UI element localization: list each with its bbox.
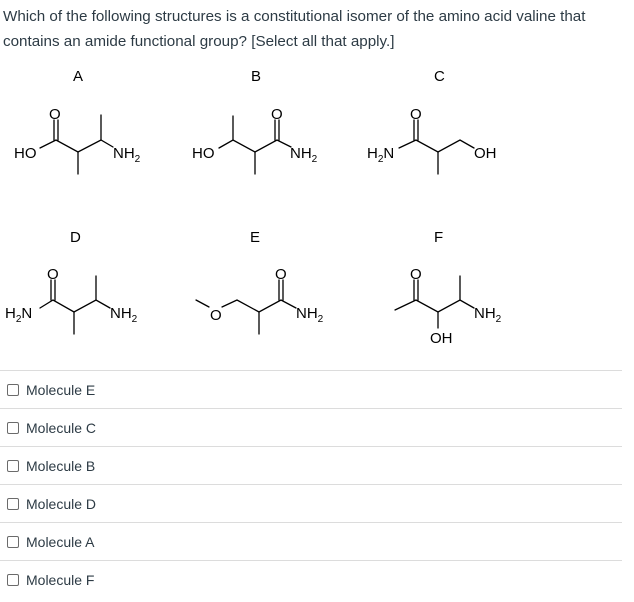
svg-text:H2N: H2N <box>5 305 32 325</box>
svg-text:O: O <box>49 106 61 123</box>
answer-options: Molecule E Molecule C Molecule B Molecul… <box>0 370 622 598</box>
answer-label: Molecule A <box>26 533 95 550</box>
svg-text:O: O <box>47 266 59 283</box>
svg-text:O: O <box>271 106 283 123</box>
answer-option-molecule-a[interactable]: Molecule A <box>0 522 622 560</box>
svg-text:NH2: NH2 <box>113 145 141 165</box>
checkbox[interactable] <box>7 497 19 510</box>
molecule-b: O HO NH2 <box>192 106 318 175</box>
answer-option-molecule-b[interactable]: Molecule B <box>0 446 622 484</box>
svg-text:O: O <box>410 266 422 283</box>
svg-text:H2N: H2N <box>367 145 394 165</box>
svg-text:NH2: NH2 <box>474 305 502 325</box>
svg-text:O: O <box>275 266 287 283</box>
checkbox[interactable] <box>7 421 19 434</box>
svg-text:OH: OH <box>474 145 497 162</box>
structure-label-d: D <box>70 229 81 246</box>
svg-text:NH2: NH2 <box>296 305 324 325</box>
structure-label-f: F <box>434 229 443 246</box>
structure-label-c: C <box>434 68 445 85</box>
molecule-d: O H2N NH2 <box>5 266 138 335</box>
checkbox[interactable] <box>7 535 19 548</box>
svg-text:NH2: NH2 <box>110 305 138 325</box>
molecule-e: O O NH2 <box>195 266 324 335</box>
checkbox[interactable] <box>7 573 19 586</box>
answer-option-molecule-d[interactable]: Molecule D <box>0 484 622 522</box>
answer-label: Molecule E <box>26 381 96 398</box>
structure-label-a: A <box>73 68 83 85</box>
answer-option-molecule-e[interactable]: Molecule E <box>0 370 622 408</box>
answer-label: Molecule D <box>26 495 97 512</box>
answer-option-molecule-f[interactable]: Molecule F <box>0 560 622 598</box>
molecule-a: O HO NH2 <box>14 106 141 175</box>
answer-label: Molecule C <box>26 419 97 436</box>
answer-option-molecule-c[interactable]: Molecule C <box>0 408 622 446</box>
svg-text:O: O <box>210 307 222 324</box>
checkbox[interactable] <box>7 383 19 396</box>
checkbox[interactable] <box>7 459 19 472</box>
structure-label-e: E <box>250 229 260 246</box>
svg-text:O: O <box>410 106 422 123</box>
svg-text:HO: HO <box>192 145 215 162</box>
svg-text:OH: OH <box>430 330 453 347</box>
structures-figure: A B C D E F O HO NH2 O HO NH2 <box>0 60 634 365</box>
structure-label-b: B <box>251 68 261 85</box>
question-text: Which of the following structures is a c… <box>3 8 586 50</box>
molecule-c: O H2N OH <box>367 106 497 175</box>
molecule-f: O OH NH2 <box>394 266 502 347</box>
answer-label: Molecule B <box>26 457 96 474</box>
svg-text:NH2: NH2 <box>290 145 318 165</box>
svg-text:HO: HO <box>14 145 37 162</box>
answer-label: Molecule F <box>26 571 95 588</box>
